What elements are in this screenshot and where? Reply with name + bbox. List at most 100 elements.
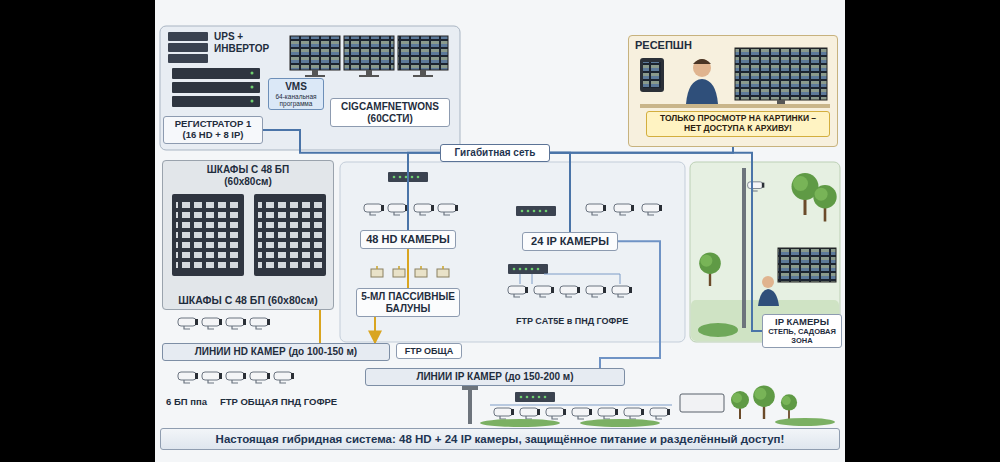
hd-camera-group-part — [437, 266, 449, 277]
garden-scene-part — [698, 323, 738, 337]
cabinet-panel: ШКАФЫ С 48 БП (60x80см) ШКАФЫ С 48 БП (60… — [162, 160, 334, 310]
line-band: ЛИНИИ HD КАМЕР (до 100-150 м) — [162, 343, 390, 361]
reception-scene-part — [693, 59, 711, 77]
vms-box: VMS64-канальная программа — [268, 78, 324, 110]
server-room-part — [168, 43, 208, 52]
ip-line-scene-part — [572, 408, 592, 419]
node-text: IP КАМЕРЫ — [767, 317, 837, 328]
garden-scene-part — [758, 289, 779, 306]
connector — [319, 310, 321, 343]
node-text: ЛИНИИ HD КАМЕР (до 100-150 м) — [167, 346, 385, 358]
ip-line-scene-part — [650, 408, 670, 419]
ip-line-scene-part — [462, 386, 478, 390]
garden-scene-part — [813, 185, 836, 221]
camera-zone-panel — [340, 162, 685, 342]
ip-camera-group-part — [534, 286, 554, 297]
ip-camera-group-part — [642, 204, 662, 215]
server-room-part — [172, 68, 260, 79]
node-text: 5-МЛ ПАССИВНЫЕ БАЛУНЫ — [361, 291, 455, 314]
server-room-part — [290, 36, 340, 70]
hd-camera-rows-part — [178, 372, 198, 383]
reception-scene-part — [640, 104, 830, 108]
monitor-wall-label: CIGCAMFNETWONS (60CCTИ) — [330, 98, 450, 127]
garden-scene-part — [762, 276, 774, 288]
hd-camera-group-part — [414, 204, 434, 215]
hd-camera-group — [364, 172, 458, 277]
label: 6 БП ппа — [166, 397, 207, 408]
connector — [374, 317, 376, 343]
hd-camera-rows-part — [274, 372, 294, 383]
hd-camera-rows-part — [178, 318, 198, 329]
connector — [263, 130, 440, 153]
server-room-part — [251, 72, 254, 75]
line-band: ЛИНИИ IP КАМЕР (до 150-200 м) — [365, 368, 625, 386]
ip-camera-group-part — [508, 286, 528, 297]
server-room-part — [172, 96, 260, 107]
hd-camera-group-part — [438, 204, 458, 215]
connector — [600, 241, 660, 368]
hd-camera-rows-part — [250, 318, 270, 329]
hd-camera-rows-part — [202, 318, 222, 329]
page-ground — [155, 0, 845, 462]
reception-scene-part — [628, 35, 838, 147]
zone-label: 48 HD КАМЕРЫ — [360, 230, 456, 249]
label: FTP CAT5E в ПНД ГОФРЕ — [516, 316, 628, 326]
server-room-part — [305, 75, 325, 77]
hd-camera-rows-part — [226, 372, 246, 383]
power-cabinets-part — [172, 194, 244, 276]
node-text: РЕГИСТРАТОР 1 (16 HD + 8 IP) — [168, 119, 258, 141]
reception-scene-part — [640, 58, 664, 92]
server-room — [160, 26, 460, 150]
server-room-part — [312, 70, 318, 75]
reception-scene — [628, 35, 838, 147]
ip-camera-group-part — [614, 204, 634, 215]
ip-camera-group-part — [520, 274, 620, 284]
ip-line-scene-part — [490, 405, 672, 406]
ip-camera-group-part — [516, 206, 556, 216]
ip-camera-group — [508, 204, 662, 297]
server-room-part — [160, 26, 460, 150]
garden-label: IP КАМЕРЫСТЕПЬ, САДОВАЯ ЗОНА — [762, 314, 842, 348]
hd-camera-group-part — [388, 204, 408, 215]
node-text: ШКАФЫ С 48 БП (60x80см) — [192, 164, 304, 187]
node-text: РЕСЕПШН — [635, 39, 831, 52]
balun-label: 5-МЛ ПАССИВНЫЕ БАЛУНЫ — [356, 288, 460, 317]
cable-box: FTP ОБЩА — [396, 343, 462, 359]
server-room-part — [168, 32, 208, 41]
reception-scene-part — [686, 79, 718, 104]
node-text: 48 HD КАМЕРЫ — [365, 233, 451, 246]
page-ground-part — [155, 0, 845, 462]
ip-line-scene-part — [598, 408, 618, 419]
connector — [408, 153, 440, 230]
ip-line-scene-part — [781, 394, 797, 419]
server-room-part — [344, 36, 394, 70]
ip-line-scene-part — [753, 385, 775, 419]
connector — [550, 153, 570, 232]
access-note: ТОЛЬКО ПРОСМОТР НА КАРТИНКИ – НЕТ ДОСТУП… — [646, 111, 830, 137]
ip-line-scene-part — [494, 408, 514, 419]
reception-scene-part — [735, 48, 827, 100]
ip-camera-group-part — [508, 264, 548, 274]
reception-scene-part — [777, 100, 785, 104]
server-room-part — [398, 36, 448, 70]
hd-camera-group-part — [415, 266, 427, 277]
hd-camera-group-part — [364, 204, 384, 215]
server-room-part — [251, 86, 254, 89]
ip-line-scene-part — [515, 392, 555, 402]
node-text: ШКАФЫ С 48 БП (60x80см) — [167, 294, 329, 306]
label: FTP ОБЩАЯ ПНД ГОФРЕ — [220, 397, 337, 408]
ip-line-scene — [462, 385, 835, 427]
power-cabinets-part — [162, 160, 334, 310]
garden-scene-part — [778, 248, 836, 282]
camera-zone-panel-part — [340, 162, 685, 342]
node-text: FTP ОБЩА — [401, 346, 457, 356]
ip-line-scene-part — [775, 418, 835, 426]
server-room-part — [359, 75, 379, 77]
node-text: VMS — [272, 81, 320, 93]
power-cabinets-part — [258, 198, 322, 272]
caption: Настоящая гибридная система: 48 HD + 24 … — [160, 428, 840, 450]
hd-camera-group-part — [393, 266, 405, 277]
